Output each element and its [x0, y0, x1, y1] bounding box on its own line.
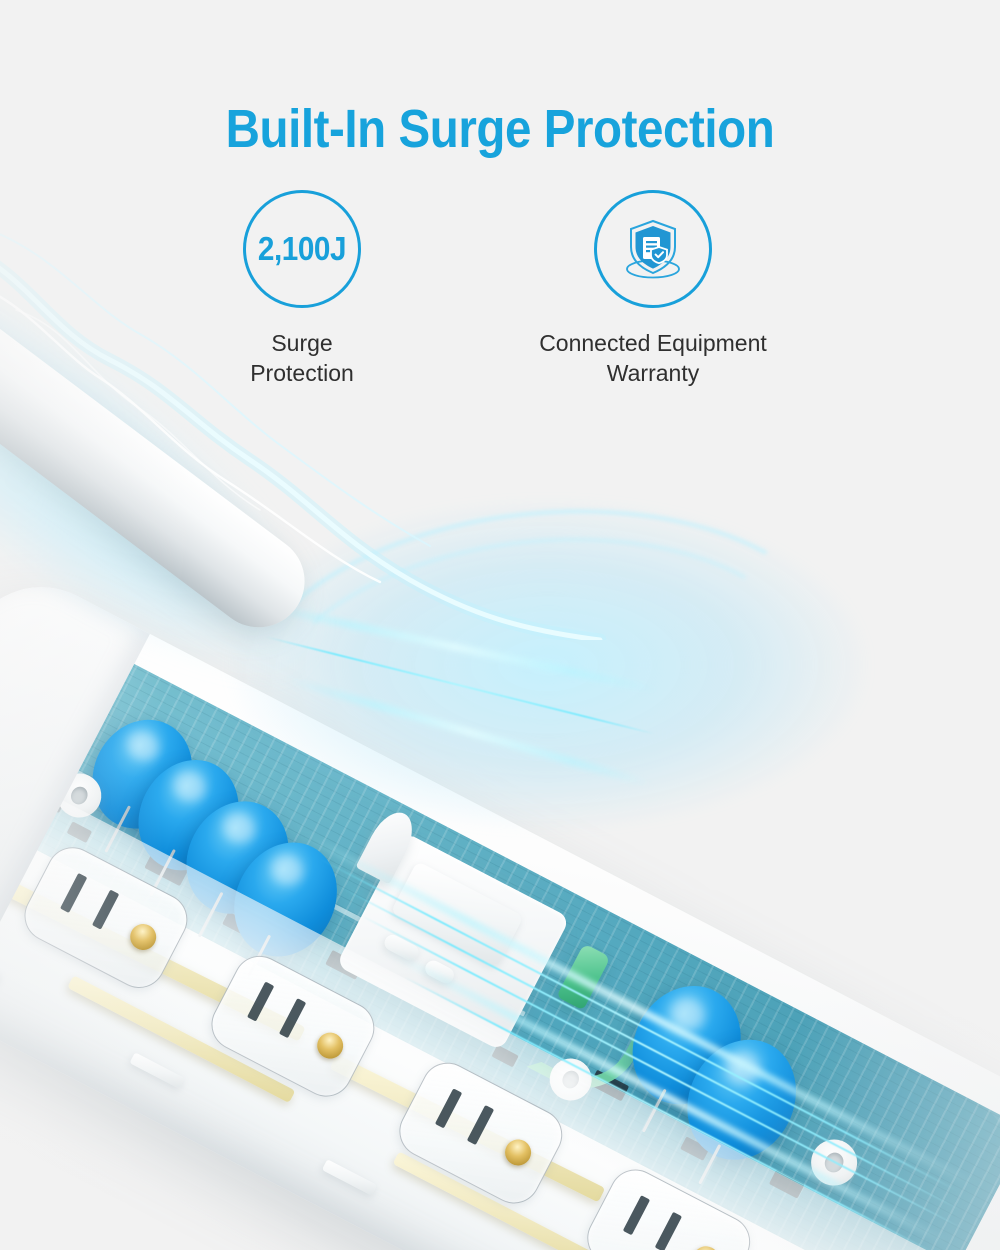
shield-document-icon — [626, 219, 680, 279]
outlet-socket — [578, 1160, 760, 1250]
feature-caption-line-1: Connected Equipment — [539, 330, 767, 356]
feature-list: 2,100J Surge Protection — [0, 190, 1000, 388]
surge-joule-badge: 2,100J — [243, 190, 361, 308]
feature-caption-line-1: Surge — [271, 330, 333, 356]
feature-caption-line-2: Protection — [250, 360, 354, 386]
feature-connected-equipment-warranty: Connected Equipment Warranty — [503, 190, 803, 388]
page-title: Built-In Surge Protection — [225, 99, 775, 160]
feature-caption: Surge Protection — [250, 328, 354, 388]
feature-caption-line-2: Warranty — [606, 360, 700, 386]
joule-rating-label: 2,100J — [257, 230, 347, 267]
feature-caption: Connected Equipment Warranty — [539, 328, 767, 388]
warranty-badge — [594, 190, 712, 308]
outlet-socket — [390, 1053, 572, 1213]
feature-surge-protection: 2,100J Surge Protection — [197, 190, 407, 388]
